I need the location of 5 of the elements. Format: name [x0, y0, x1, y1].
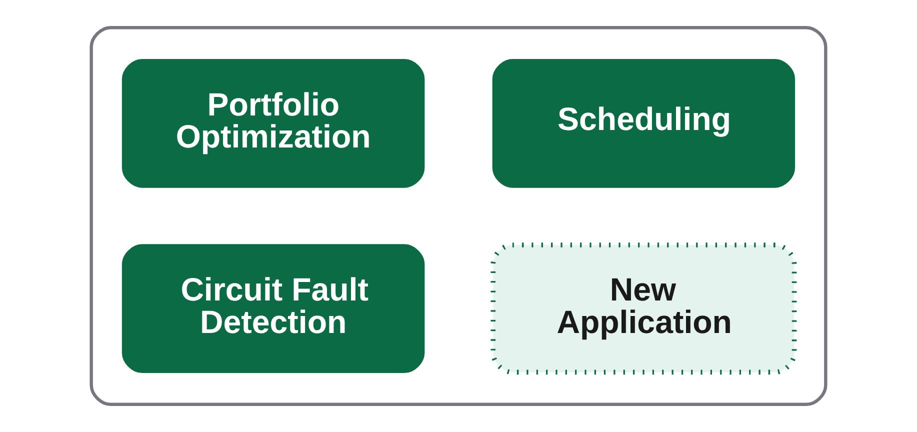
- cluster: [90, 26, 828, 406]
- node-box: Scheduling: [492, 58, 796, 188]
- node-box: Portfolio Optimization: [122, 58, 425, 188]
- node-box: Circuit Fault Detection: [122, 244, 425, 374]
- node-box: New Application: [490, 242, 797, 375]
